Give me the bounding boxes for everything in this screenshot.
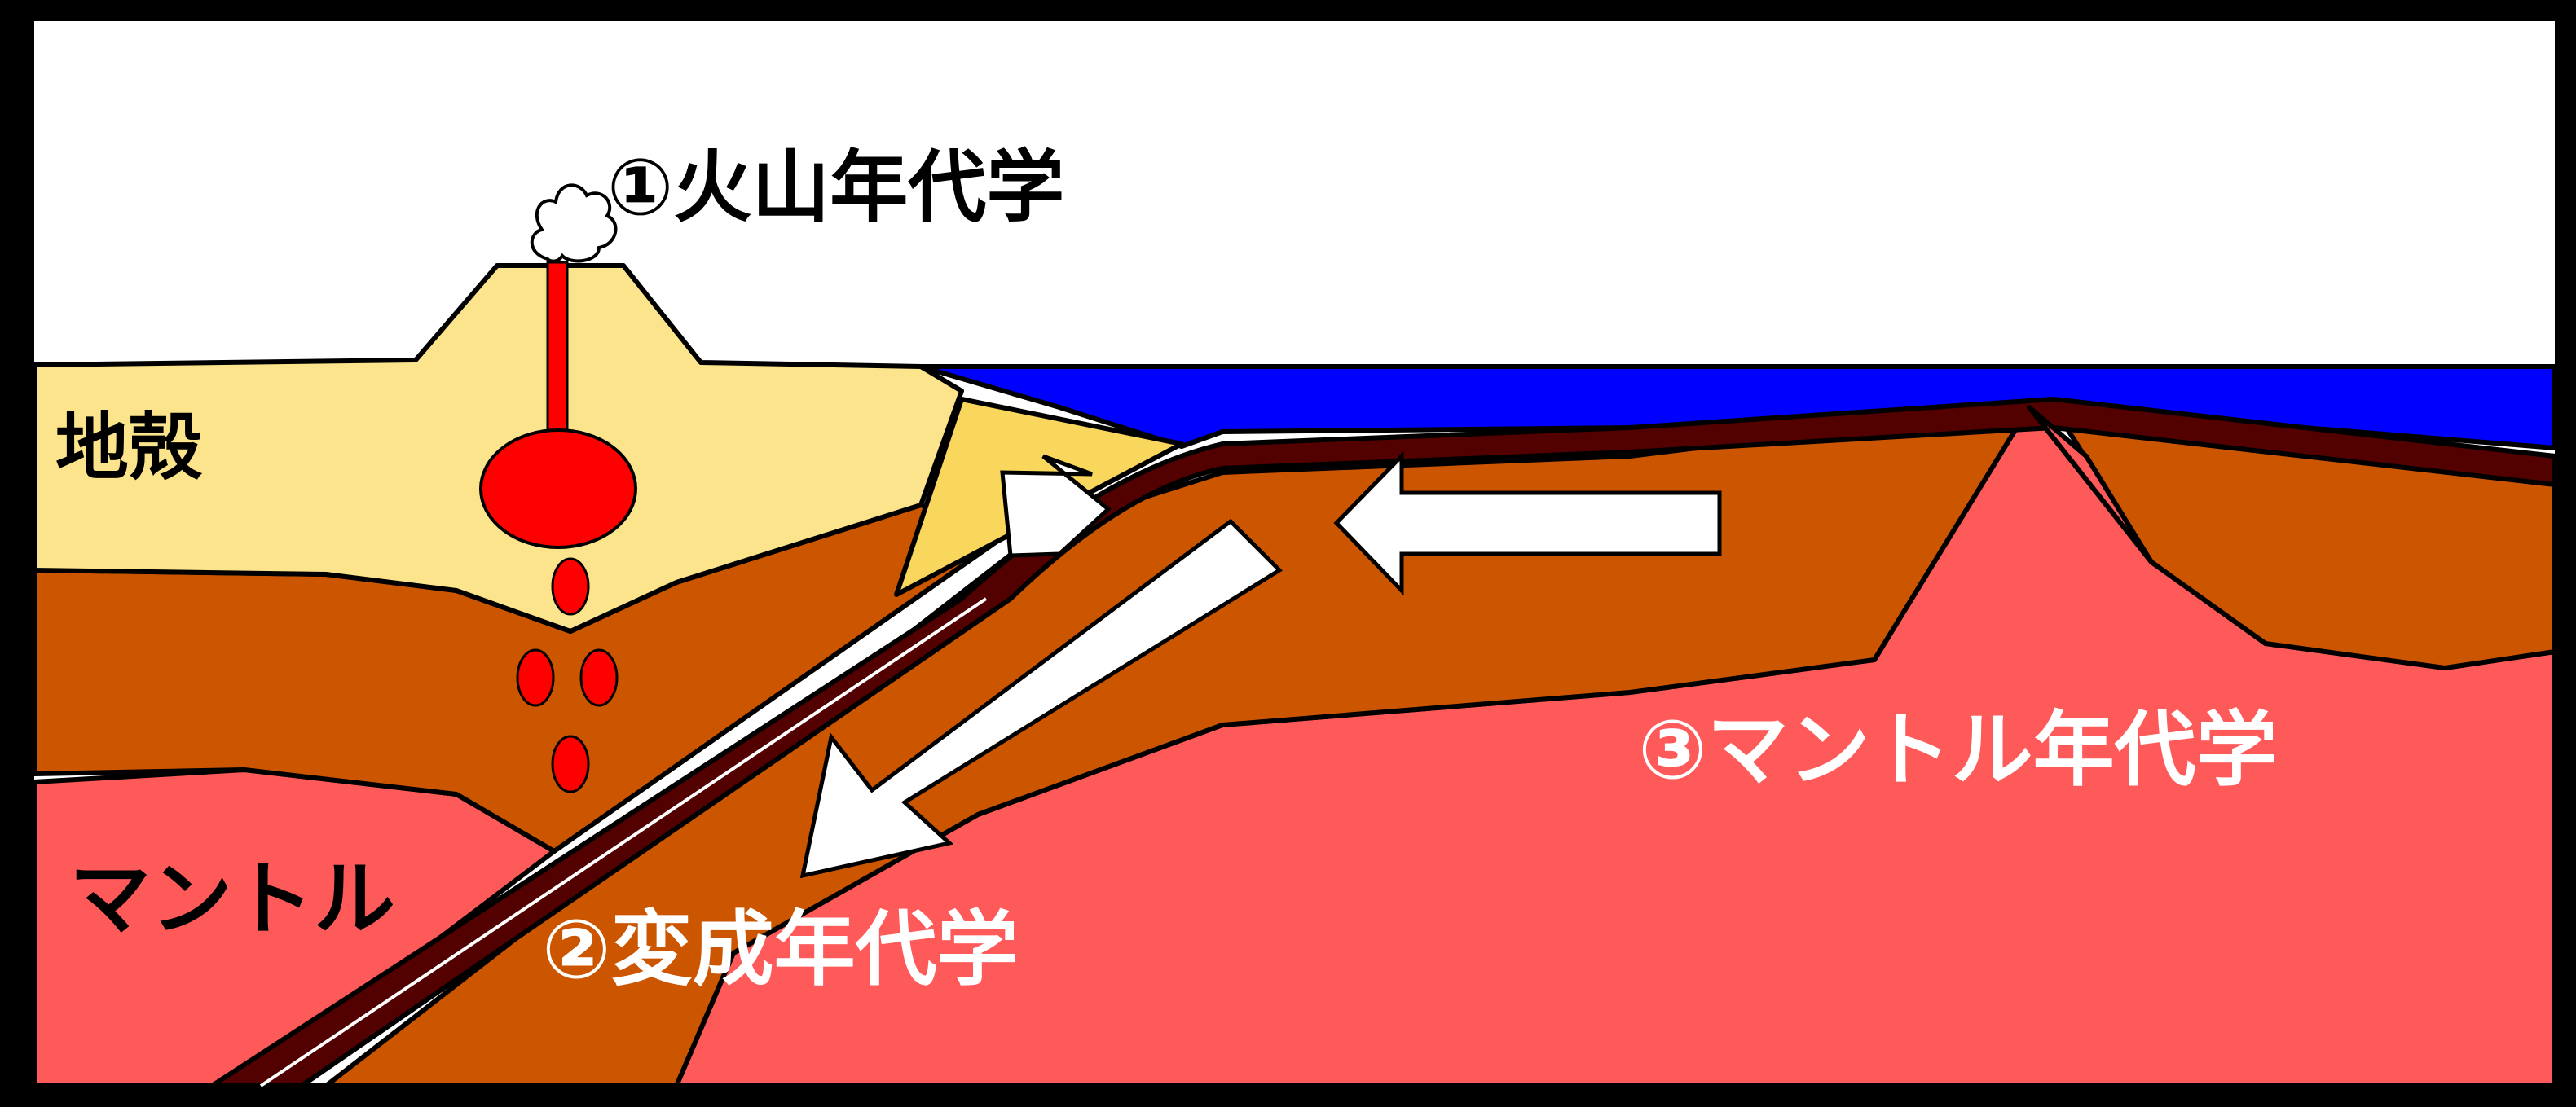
mantle-label: マントル — [69, 851, 395, 947]
crust-label: 地殻 — [55, 405, 203, 490]
crust-layer — [32, 263, 964, 634]
mid-ocean-ridge — [2027, 405, 2154, 564]
mantle-dating-label: ③マントル年代学 — [1638, 702, 2278, 797]
magma-blob — [579, 648, 619, 707]
metamorphic-dating-label: ②変成年代学 — [542, 902, 1019, 997]
arrow-icon — [1000, 454, 1112, 558]
slab-inner-edge — [259, 597, 988, 1087]
magma-blob — [516, 648, 555, 707]
magma-blob — [551, 735, 590, 793]
magma-blob — [551, 557, 590, 616]
arrow-icon — [1333, 450, 1722, 596]
volcano-dating-label: ①火山年代学 — [607, 142, 1064, 233]
magma-chamber-icon — [479, 428, 637, 549]
arrow-icon — [799, 518, 1283, 879]
lithospheric-mantle-right — [324, 405, 2032, 1088]
volcano-plume-icon — [530, 183, 618, 263]
magma-conduit — [546, 261, 569, 443]
